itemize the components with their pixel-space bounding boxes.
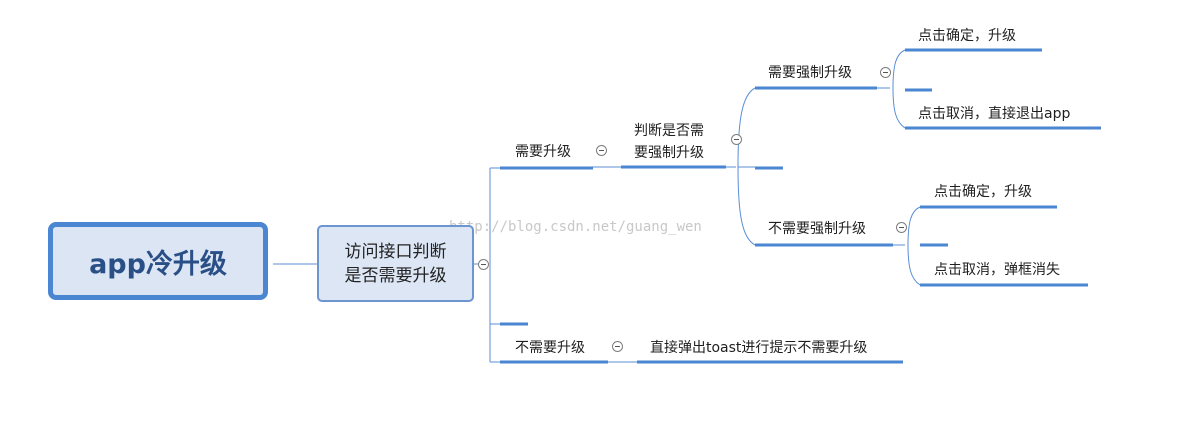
check-label-line1: 访问接口判断 — [344, 241, 447, 262]
judge-force-line2[interactable]: 要强制升级 — [634, 145, 704, 161]
no-upgrade-action-leaf[interactable]: 直接弹出toast进行提示不需要升级 — [650, 340, 868, 356]
check-label-line2: 是否需要升级 — [344, 265, 447, 286]
collapse-minus-icon[interactable] — [612, 341, 623, 352]
collapse-minus-icon[interactable] — [478, 259, 489, 270]
watermark: http://blog.csdn.net/guang_wen — [449, 219, 702, 235]
non-force-cancel-leaf[interactable]: 点击取消，弹框消失 — [934, 262, 1060, 278]
judge-force-line1[interactable]: 判断是否需 — [634, 123, 704, 139]
non-force-upgrade-label[interactable]: 不需要强制升级 — [768, 221, 866, 237]
collapse-minus-icon[interactable] — [596, 145, 607, 156]
collapse-minus-icon[interactable] — [880, 67, 891, 78]
force-cancel-leaf[interactable]: 点击取消，直接退出app — [918, 106, 1071, 122]
force-upgrade-label[interactable]: 需要强制升级 — [768, 65, 852, 81]
root-node[interactable]: app冷升级 — [48, 222, 268, 300]
non-force-confirm-leaf[interactable]: 点击确定，升级 — [934, 184, 1032, 200]
collapse-minus-icon[interactable] — [896, 222, 907, 233]
root-label: app冷升级 — [89, 248, 227, 280]
force-confirm-leaf[interactable]: 点击确定，升级 — [918, 28, 1016, 44]
collapse-minus-icon[interactable] — [731, 134, 742, 145]
check-node[interactable]: 访问接口判断 是否需要升级 — [317, 225, 474, 302]
need-upgrade-label[interactable]: 需要升级 — [515, 144, 571, 160]
no-upgrade-label[interactable]: 不需要升级 — [515, 340, 585, 356]
